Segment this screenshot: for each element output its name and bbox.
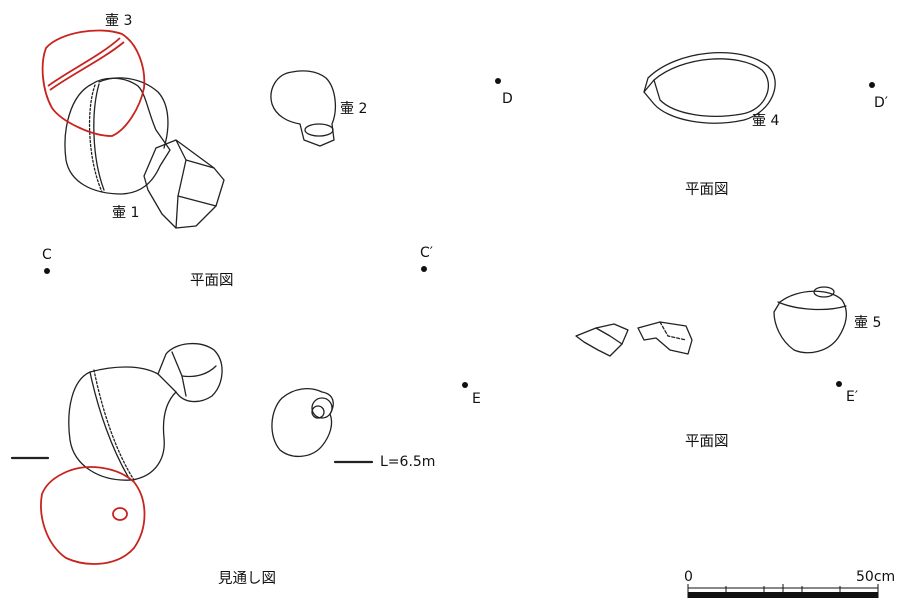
pot4-label: 壷 4 — [752, 113, 780, 129]
point-e-label: E — [472, 391, 481, 407]
point-c-marker — [44, 268, 50, 274]
point-d-prime-marker — [869, 82, 875, 88]
level-label: L=6.5m — [380, 454, 436, 470]
point-e-marker — [462, 382, 468, 388]
pot2-plan-drawing — [270, 70, 337, 147]
scale-bar — [687, 584, 879, 598]
point-c-prime-label: C′ — [420, 245, 433, 261]
point-d-label: D — [502, 91, 513, 107]
sightline-view-label: 見通し図 — [218, 571, 276, 587]
pot2-sightline-drawing — [271, 387, 334, 457]
plan-view-label-bottom-right: 平面図 — [685, 434, 729, 450]
pot1-plan-drawing — [64, 77, 225, 229]
point-e-prime-label: E′ — [846, 389, 859, 405]
plan-view-label-top-left: 平面図 — [190, 273, 234, 289]
pot4-plan-drawing — [643, 51, 776, 124]
point-c-label: C — [42, 247, 52, 263]
point-e-prime-marker — [836, 381, 842, 387]
pot1-label: 壷 1 — [112, 205, 140, 221]
scale-min-label: 0 — [684, 569, 693, 585]
pot2-label: 壷 2 — [340, 101, 368, 117]
pot1-sightline-drawing — [68, 343, 223, 481]
pot3-red-outlines — [40, 29, 146, 565]
point-d-marker — [495, 78, 501, 84]
pot5-label: 壷 5 — [854, 315, 882, 331]
pot3-label: 壷 3 — [105, 13, 133, 29]
point-d-prime-label: D′ — [874, 95, 888, 111]
plan-view-label-top-right: 平面図 — [685, 182, 729, 198]
sherd-fragments — [575, 321, 693, 357]
point-c-prime-marker — [421, 266, 427, 272]
pot5-plan-drawing — [773, 286, 848, 354]
scale-max-label: 50cm — [856, 569, 896, 585]
